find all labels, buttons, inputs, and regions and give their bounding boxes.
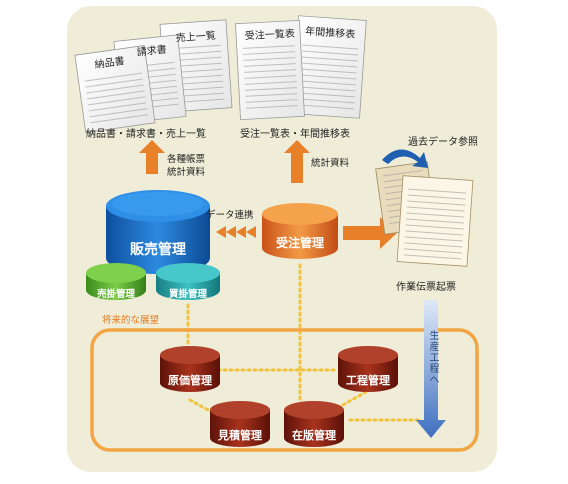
document-nouhin xyxy=(74,45,156,133)
cylinder-urikake xyxy=(86,263,146,300)
work-slip-document xyxy=(396,175,474,267)
cylinder-hanbai xyxy=(106,190,210,274)
cylinder-koutei xyxy=(338,346,398,392)
doc-title-seikyu: 請求書 xyxy=(136,42,167,58)
label-kaikake: 買掛管理 xyxy=(169,288,208,300)
label-urikake: 売掛管理 xyxy=(97,288,136,300)
label-koutei: 工程管理 xyxy=(346,373,390,387)
future-box xyxy=(90,328,479,452)
label-juchu: 受注管理 xyxy=(276,235,324,250)
caption-left: 納品書・請求書・売上一覧 xyxy=(86,129,206,140)
arrow-label-left-line1: 各種帳票 xyxy=(167,154,206,165)
arrow-up-right xyxy=(284,140,310,183)
doc-title-nouhin: 納品書 xyxy=(94,54,126,71)
past-data-label: 過去データ参照 xyxy=(408,137,478,148)
document-juchu xyxy=(235,19,305,121)
arrow-label-right: 統計資料 xyxy=(311,158,350,169)
future-title: 将来的な展望 xyxy=(102,315,160,326)
doc-title-nenkan: 年間推移表 xyxy=(305,24,356,40)
caption-right: 受注一覧表・年間推移表 xyxy=(240,129,350,140)
arrow-label-left-line2: 統計資料 xyxy=(167,167,206,178)
production-flow-arrow xyxy=(416,300,446,438)
arrow-label-left: 各種帳票 統計資料 xyxy=(167,153,205,179)
cylinder-zaihan xyxy=(284,401,344,447)
doc-title-uriage: 売上一覧 xyxy=(175,29,216,45)
cylinder-juchu xyxy=(262,203,338,259)
data-link-label: データ連携 xyxy=(206,210,254,221)
cylinder-genka xyxy=(160,346,220,392)
cylinder-kaikake xyxy=(156,263,220,300)
cylinder-mitsumori xyxy=(210,401,270,447)
doc-title-juchu: 受注一覧表 xyxy=(245,27,296,43)
label-hanbai: 販売管理 xyxy=(130,241,186,258)
arrow-up-left xyxy=(139,140,165,174)
label-genka: 原価管理 xyxy=(168,373,212,387)
production-flow-label: 生産工程へ xyxy=(427,330,438,385)
label-mitsumori: 見積管理 xyxy=(217,428,262,442)
refresh-arrow-icon xyxy=(382,149,428,168)
work-slip-label: 作業伝票起票 xyxy=(396,282,456,293)
dotted-connections xyxy=(186,263,422,422)
data-link-arrows xyxy=(216,226,256,238)
label-zaihan: 在版管理 xyxy=(292,428,336,442)
